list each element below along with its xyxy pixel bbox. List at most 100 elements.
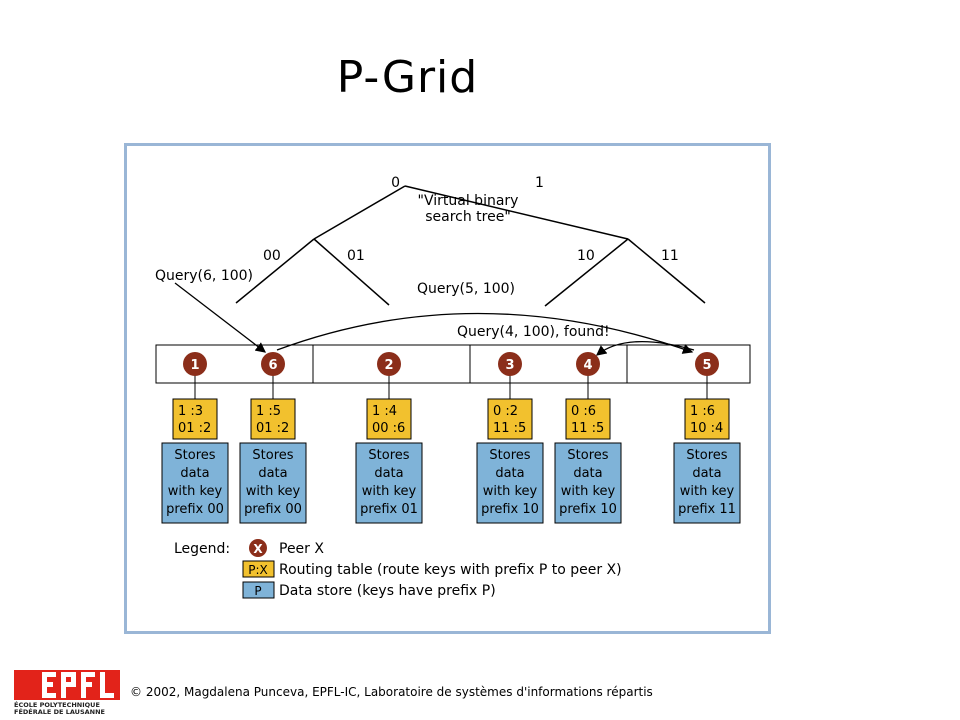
peer-column-5: 5 1 :6 10 :4 Stores data with key prefix 11 xyxy=(673,352,741,524)
epfl-institution-line1: ÉCOLE POLYTECHNIQUE xyxy=(14,701,100,709)
query-label-1: Query(6, 100) xyxy=(155,268,253,284)
legend-store-symbol xyxy=(242,581,275,599)
routing-table-entry: 10 :4 xyxy=(690,421,723,436)
tree-edge-01 xyxy=(313,238,390,306)
routing-table-entry: 0 :6 xyxy=(571,404,596,419)
routing-table-entry: 0 :2 xyxy=(493,404,518,419)
peer-node-label: 2 xyxy=(384,358,393,373)
tree-edge-11 xyxy=(627,238,706,304)
legend-routing-symbol xyxy=(242,560,275,578)
data-store-line: Stores xyxy=(368,448,409,463)
legend-store-text: Data store (keys have prefix P) xyxy=(279,583,496,599)
epfl-institution-name: ÉCOLE POLYTECHNIQUE FÉDÉRALE DE LAUSANNE xyxy=(14,702,105,716)
tree-edge-label-10: 10 xyxy=(577,248,595,264)
tree-edge-label-00: 00 xyxy=(263,248,281,264)
routing-table xyxy=(250,398,296,440)
data-store-line: with key xyxy=(561,484,616,499)
legend: Legend: X Peer X P:X Routing table (rout… xyxy=(174,539,622,599)
data-store-line: data xyxy=(573,466,602,481)
tree-edge-root-right xyxy=(404,185,629,240)
data-store-line: prefix 10 xyxy=(559,502,617,517)
legend-store-symbol-text: P xyxy=(254,584,261,598)
data-store-line: Stores xyxy=(489,448,530,463)
data-store xyxy=(355,442,423,524)
data-store xyxy=(476,442,544,524)
routing-table xyxy=(487,398,533,440)
peer-node-label: 4 xyxy=(583,358,592,373)
data-store-line: prefix 11 xyxy=(678,502,736,517)
routing-table xyxy=(366,398,412,440)
data-store-line: Stores xyxy=(567,448,608,463)
tree-edge-root-left xyxy=(313,185,406,240)
query-label-3: Query(4, 100), found! xyxy=(457,324,610,340)
query-arrow-3 xyxy=(595,340,695,356)
peer-node-label: 1 xyxy=(190,358,199,373)
legend-title: Legend: xyxy=(174,541,230,557)
peer-row xyxy=(155,344,751,384)
legend-peer-letter: X xyxy=(253,542,263,556)
data-store-line: with key xyxy=(168,484,223,499)
routing-table-entry: 00 :6 xyxy=(372,421,405,436)
routing-table xyxy=(684,398,730,440)
routing-table-entry: 11 :5 xyxy=(493,421,526,436)
peer-node xyxy=(183,352,207,376)
data-store-line: data xyxy=(258,466,287,481)
data-store-line: with key xyxy=(362,484,417,499)
routing-table xyxy=(172,398,218,440)
data-store-line: data xyxy=(374,466,403,481)
query-label-2: Query(5, 100) xyxy=(417,281,515,297)
query-arrow-2 xyxy=(276,312,694,354)
data-store-line: Stores xyxy=(252,448,293,463)
data-store xyxy=(239,442,307,524)
routing-table-entry: 1 :4 xyxy=(372,404,397,419)
legend-routing-symbol-text: P:X xyxy=(248,563,268,577)
footer-copyright: © 2002, Magdalena Punceva, EPFL-IC, Labo… xyxy=(130,685,653,699)
legend-peer-text: Peer X xyxy=(279,541,324,557)
epfl-institution-line2: FÉDÉRALE DE LAUSANNE xyxy=(14,708,105,716)
epfl-wordmark-graphic xyxy=(14,670,120,700)
data-store xyxy=(554,442,622,524)
routing-table-entry: 1 :6 xyxy=(690,404,715,419)
peer-node-label: 3 xyxy=(505,358,514,373)
data-store-line: prefix 00 xyxy=(166,502,224,517)
peer-node xyxy=(261,352,285,376)
data-store-line: with key xyxy=(246,484,301,499)
peer-node-label: 5 xyxy=(702,358,711,373)
routing-table xyxy=(565,398,611,440)
peer-node xyxy=(695,352,719,376)
tree-edge-label-1: 1 xyxy=(535,175,544,191)
peer-node xyxy=(498,352,522,376)
virtual-tree xyxy=(235,185,706,307)
routing-table-entry: 11 :5 xyxy=(571,421,604,436)
peer-node-label: 6 xyxy=(268,358,277,373)
tree-edge-label-0: 0 xyxy=(391,175,400,191)
query-arrow-1 xyxy=(174,282,267,353)
data-store-line: Stores xyxy=(174,448,215,463)
routing-table-entry: 1 :3 xyxy=(178,404,203,419)
peer-node xyxy=(377,352,401,376)
data-store-line: with key xyxy=(680,484,735,499)
epfl-logo: ÉCOLE POLYTECHNIQUE FÉDÉRALE DE LAUSANNE xyxy=(14,670,122,718)
routing-table-entry: 01 :2 xyxy=(256,421,289,436)
data-store-line: prefix 01 xyxy=(360,502,418,517)
tree-label-line1: "Virtual binary xyxy=(418,193,519,209)
data-store-line: prefix 00 xyxy=(244,502,302,517)
data-store-line: data xyxy=(692,466,721,481)
data-store-line: data xyxy=(180,466,209,481)
slide-title: P-Grid xyxy=(336,52,479,103)
pgrid-diagram: 0 1 "Virtual binary search tree" 00 01 1… xyxy=(124,143,771,634)
peer-column-2: 2 1 :4 00 :6 Stores data with key prefix 01 xyxy=(355,352,423,524)
legend-routing-text: Routing table (route keys with prefix P … xyxy=(279,562,622,578)
pgrid-svg: 0 1 "Virtual binary search tree" 00 01 1… xyxy=(155,175,751,599)
tree-edge-10 xyxy=(544,238,629,307)
legend-peer-symbol xyxy=(249,539,267,557)
peers-layer: 1 1 :3 01 :2 Stores data with key prefix 00 6 1 … xyxy=(161,352,741,524)
data-store-line: Stores xyxy=(686,448,727,463)
peer-column-4: 4 0 :6 11 :5 Stores data with key prefix 10 xyxy=(554,352,622,524)
peer-node xyxy=(576,352,600,376)
tree-edge-label-11: 11 xyxy=(661,248,679,264)
peer-row-frame xyxy=(155,344,751,384)
